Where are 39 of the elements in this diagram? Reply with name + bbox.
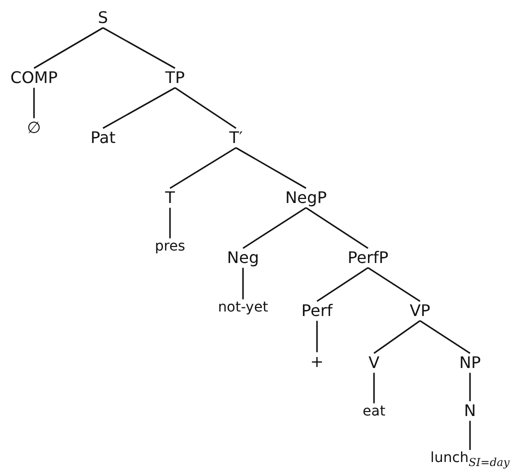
tree-branch <box>33 88 35 118</box>
tree-branch <box>242 268 244 300</box>
tree-branch <box>170 147 236 189</box>
category-label: + <box>308 352 326 372</box>
tree-branch <box>236 147 306 189</box>
category-label: NP <box>457 353 483 373</box>
category-label: Perf <box>299 301 335 321</box>
category-label: VP <box>408 301 432 321</box>
word-label: pres <box>152 238 188 256</box>
tree-branch <box>316 267 368 302</box>
tree-branch <box>368 267 420 302</box>
tree-branch <box>373 372 375 404</box>
category-label: T′ <box>227 128 245 148</box>
tree-branch <box>174 87 236 129</box>
tree-branch <box>242 207 306 249</box>
category-label: PerfP <box>346 248 390 268</box>
tree-branch <box>374 320 420 354</box>
word-label: not-yet <box>216 299 270 317</box>
tree-branch <box>102 87 176 129</box>
category-label: NegP <box>283 188 329 208</box>
word-label: eat <box>360 403 388 421</box>
category-label: ∅ <box>25 118 43 138</box>
category-label: COMP <box>8 68 60 88</box>
category-label: S <box>96 8 110 28</box>
tree-branch <box>420 320 470 354</box>
category-label: Pat <box>88 128 118 148</box>
tree-branch <box>169 208 171 238</box>
category-label: TP <box>163 68 187 88</box>
tree-branch <box>306 207 368 249</box>
category-label: Neg <box>225 248 261 268</box>
category-label: V <box>366 353 382 373</box>
word-label: lunch$_{SI=day}$ <box>428 450 512 470</box>
tree-branch <box>469 372 471 402</box>
tree-branch <box>102 27 176 69</box>
tree-branch <box>316 320 318 352</box>
category-label: T <box>163 188 177 208</box>
category-label: N <box>462 401 478 421</box>
tree-branch <box>34 27 104 69</box>
tree-branch <box>469 420 471 450</box>
